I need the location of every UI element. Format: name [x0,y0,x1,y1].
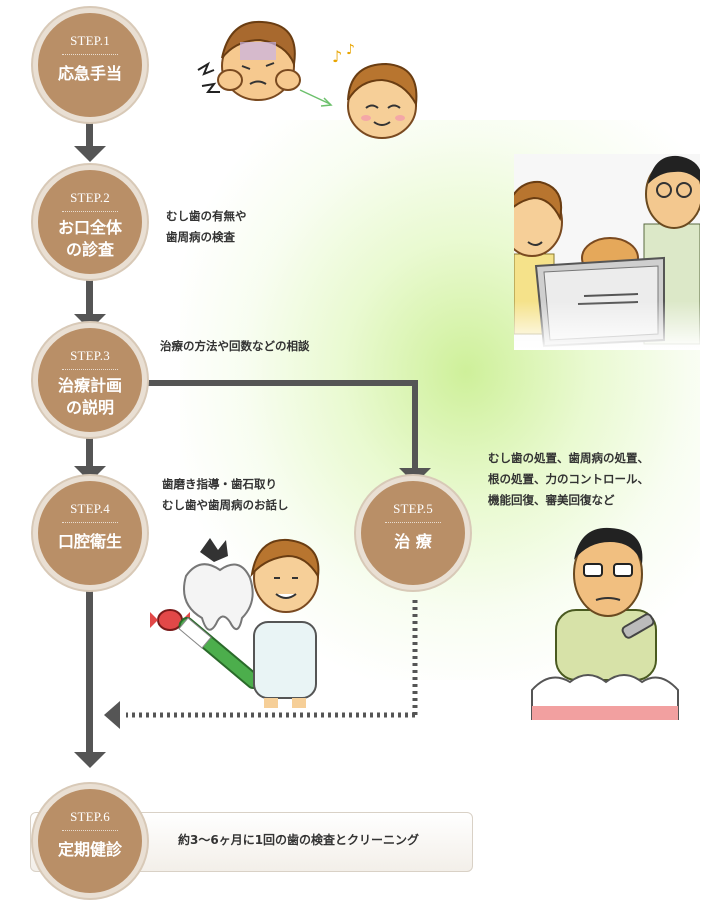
step-1-divider [62,54,118,55]
music-note-icon: ♪ [332,47,342,66]
step-1-title-line-1: 応急手当 [57,64,122,83]
toothache-children-illustration: ♪ ♪ [197,20,418,139]
step-4-title: 口腔衛生 [38,531,142,553]
treatment-illustration [531,527,679,720]
toothbrush-bristles [178,617,212,649]
step-6-description: 約3〜6ヶ月に1回の歯の検査とクリーニング [178,833,420,847]
connector-3-5-horizontal [148,380,418,386]
step-2-title-line-2: の診査 [65,240,114,259]
fade-overlay [514,154,700,350]
step-4-circle: STEP.4 口腔衛生 [33,476,147,590]
step-5-title-line-1: 治 療 [394,532,432,551]
step-2-title: お口全体 の診査 [38,217,142,261]
arrow-head-1-2 [74,146,106,162]
step-5-divider [385,522,441,523]
consultation-illustration [514,154,700,350]
step-6-title-line-1: 定期健診 [57,840,122,859]
step-2-divider [62,211,118,212]
arrow-head-4-6 [74,752,106,768]
step-2-label: STEP.2 [70,190,110,205]
connector-1-2 [86,118,93,148]
tooth-icon [183,563,254,631]
connector-3-5-vertical [412,380,418,472]
step-3-description: 治療の方法や回数などの相談 [160,336,310,357]
arrow-head-2-3 [74,314,106,330]
gloom-shade [240,42,276,60]
step-4-description-line-2: むし歯や歯周病のお話し [162,498,289,512]
step-3-divider [62,369,118,370]
gum-icon [532,706,678,720]
hygienist-uniform [253,621,317,699]
hygiene-illustration [150,538,320,708]
step-4-divider [62,522,118,523]
glasses-icon [613,563,633,577]
dental-drill-icon [621,613,655,639]
treating-dentist-hair [574,527,643,564]
connector-2-3 [86,278,93,316]
step-5-title: 治 療 [361,531,465,553]
candy-icon [157,609,183,631]
happy-mouth [373,121,391,126]
hygienist-leg [264,698,278,708]
step-2-description-line-1: むし歯の有無や [166,209,247,223]
step-3-title-line-1: 治療計画 [57,376,122,395]
step-1-circle: STEP.1 応急手当 [33,8,147,122]
connector-4-6 [86,578,93,754]
music-note-icon: ♪ [346,42,355,58]
step-6-circle: STEP.6 定期健診 [33,784,147,898]
sad-eyes [241,62,275,70]
step-5-circle: STEP.5 治 療 [356,476,470,590]
hand-on-cheek [217,69,243,91]
sad-mouth [249,80,267,85]
blush [361,115,371,121]
step-6-label: STEP.6 [70,809,110,824]
step-4-description: 歯磨き指導・歯石取り むし歯や歯周病のお話し [162,474,289,516]
hygienist-mouth [275,593,297,599]
transition-arrow-head [320,97,333,107]
step-4-label: STEP.4 [70,501,110,516]
germ-icon [200,538,228,562]
step-2-description-line-2: 歯周病の検査 [166,230,235,244]
step-5-label: STEP.5 [393,501,433,516]
transition-arrow-icon [299,89,331,105]
happy-child-hair [347,62,418,108]
sad-child-hair [221,20,296,68]
step-3-title-line-2: の説明 [65,398,114,417]
step-5-description-line-2: 根の処置、力のコントロール、 [488,472,649,486]
step-5-description: むし歯の処置、歯周病の処置、 根の処置、力のコントロール、 機能回復、審美回復な… [488,448,649,511]
step-6-title: 定期健診 [38,839,142,861]
hand-on-cheek [275,69,301,91]
step-3-label: STEP.3 [70,348,110,363]
step-2-title-line-1: お口全体 [57,218,122,237]
pain-mark-icon [197,61,215,76]
arrow-head-return [104,701,120,729]
blush [395,115,405,121]
step-4-title-line-1: 口腔衛生 [57,532,122,551]
step-3-circle: STEP.3 治療計画 の説明 [33,323,147,437]
step-5-description-line-1: むし歯の処置、歯周病の処置、 [488,451,649,465]
hygienist-hair [250,538,320,579]
step-2-circle: STEP.2 お口全体 の診査 [33,165,147,279]
dentist-mouth [595,597,621,601]
step-3-description-line-1: 治療の方法や回数などの相談 [160,339,310,353]
happy-eyes [365,104,401,109]
step-4-description-line-1: 歯磨き指導・歯石取り [162,477,277,491]
pain-mark-icon [201,82,220,93]
step-1-label: STEP.1 [70,33,110,48]
step-5-description-line-3: 機能回復、審美回復など [488,493,615,507]
step-1-title: 応急手当 [38,63,142,85]
arrow-head-3-4 [74,466,106,482]
step-6-divider [62,830,118,831]
glasses-icon [583,563,603,577]
step-2-description: むし歯の有無や 歯周病の検査 [166,206,247,248]
step-3-title: 治療計画 の説明 [38,375,142,419]
connector-3-4 [86,430,93,468]
hygienist-leg [292,698,306,708]
